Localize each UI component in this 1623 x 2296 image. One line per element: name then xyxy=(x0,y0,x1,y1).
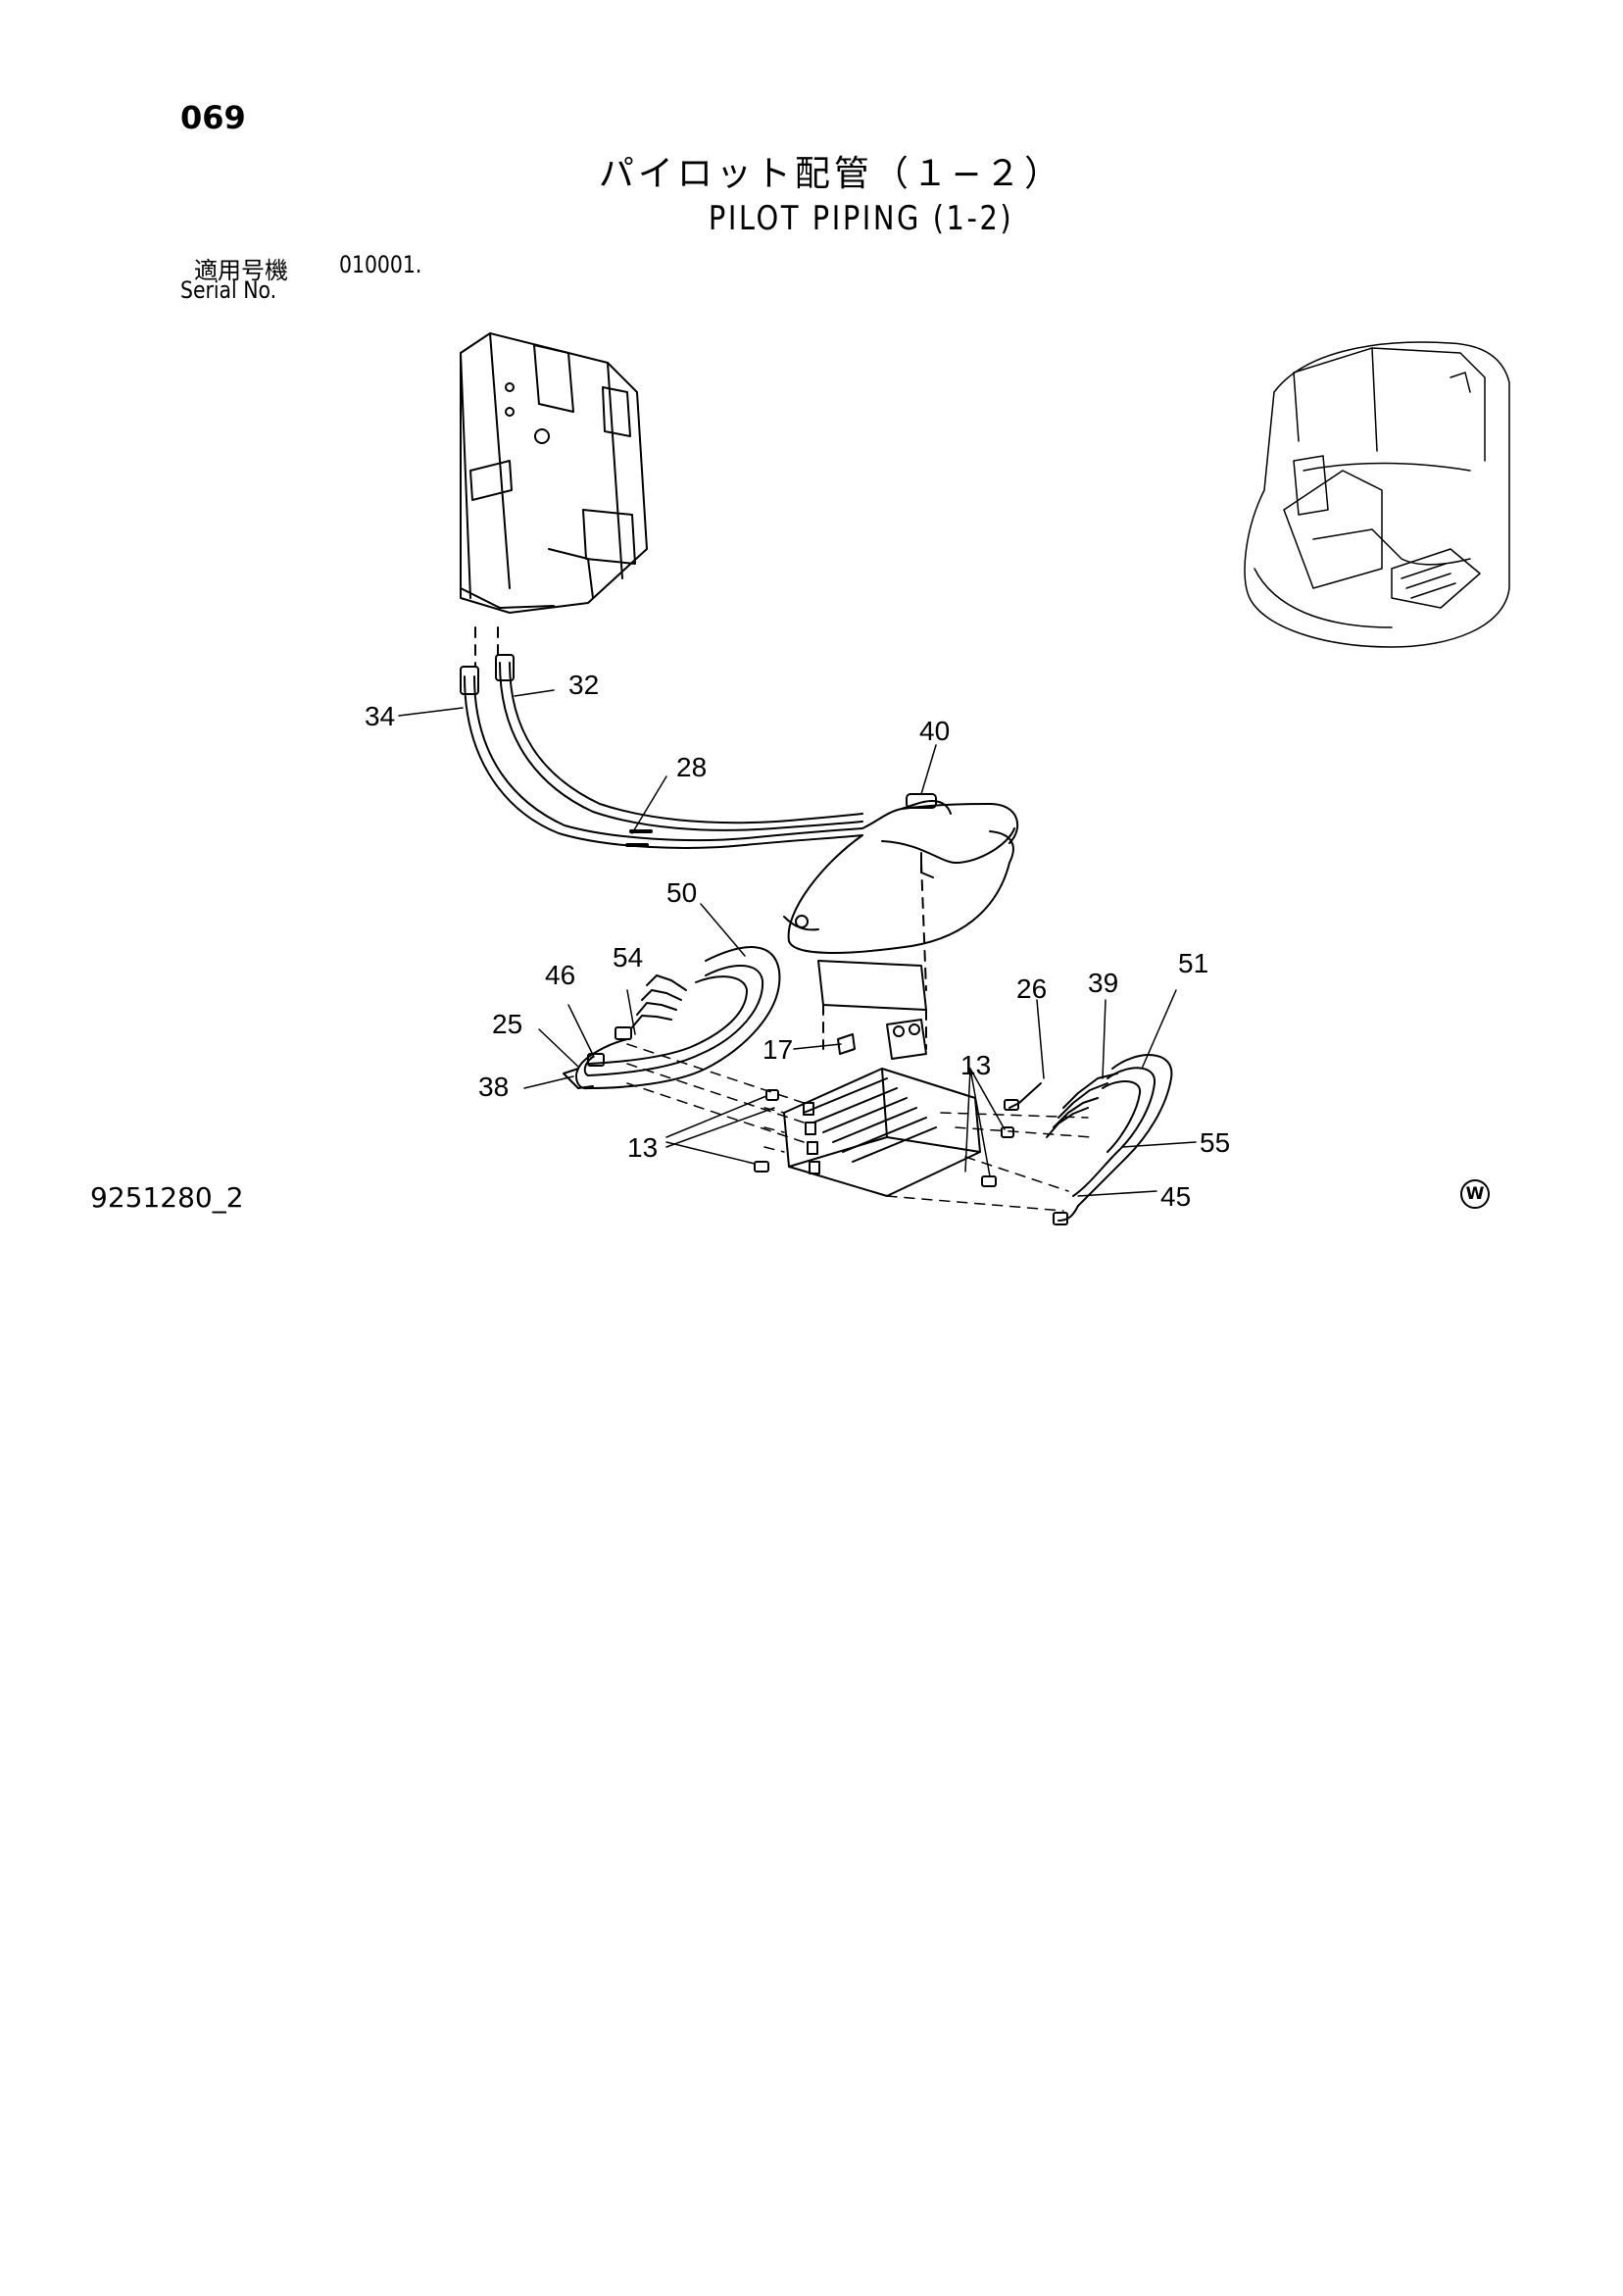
callout-50: 50 xyxy=(666,877,697,908)
hose-bundle-51-drawing xyxy=(1004,1054,1173,1225)
callout-25: 25 xyxy=(492,1009,522,1039)
callout-39: 39 xyxy=(1088,968,1118,998)
serial-label-english: Serial No. xyxy=(180,276,277,304)
pilot-valve-bracket-drawing xyxy=(460,332,648,668)
callout-26: 26 xyxy=(1016,973,1047,1004)
callout-55: 55 xyxy=(1200,1127,1230,1158)
hose-bundle-50-drawing xyxy=(563,946,781,1090)
page-number: 069 xyxy=(180,99,246,136)
fitting-13-drawing xyxy=(754,1089,1014,1187)
callout-13-left: 13 xyxy=(627,1132,658,1163)
excavator-inset-drawing xyxy=(1244,341,1510,648)
hose-34-32-drawing xyxy=(460,654,863,849)
leader-lines xyxy=(398,689,1197,1197)
callout-32: 32 xyxy=(568,670,599,700)
alignment-lines xyxy=(626,1043,1094,1212)
serial-label-japanese: 適用号機 xyxy=(194,257,288,284)
callout-54: 54 xyxy=(613,942,643,973)
callout-38: 38 xyxy=(478,1072,509,1102)
control-valve-drawing xyxy=(783,1068,981,1197)
drawing-number: 9251280_2 xyxy=(90,1181,244,1214)
callout-28: 28 xyxy=(676,752,707,782)
page-title-japanese: パイロット配管（１−２） xyxy=(598,154,1064,194)
serial-value: 010001. xyxy=(339,251,422,278)
callout-40: 40 xyxy=(919,716,950,746)
callout-51: 51 xyxy=(1178,948,1208,978)
callout-34: 34 xyxy=(365,701,395,731)
callout-46: 46 xyxy=(545,960,575,990)
pilot-valve-block-drawing xyxy=(817,960,927,1060)
copyright-mark: W xyxy=(1460,1179,1490,1209)
callout-13-right: 13 xyxy=(960,1050,991,1080)
callout-45: 45 xyxy=(1160,1181,1191,1212)
hose-40-drawing xyxy=(783,793,1019,991)
callout-17: 17 xyxy=(762,1034,793,1065)
page-title-english: PILOT PIPING (1-2) xyxy=(708,199,1014,238)
